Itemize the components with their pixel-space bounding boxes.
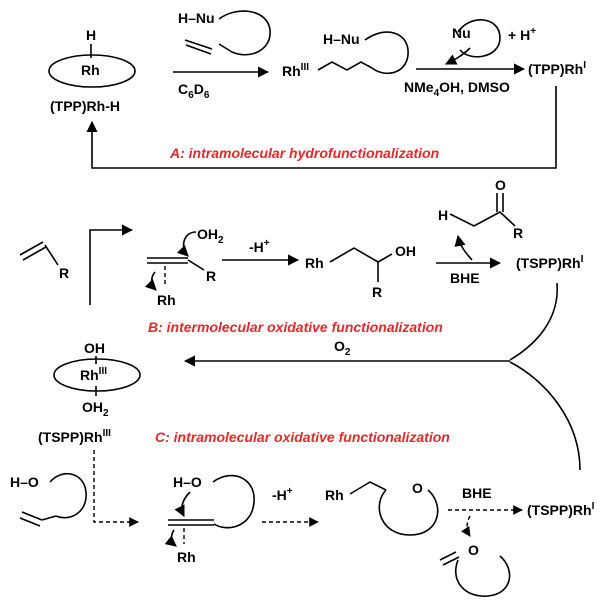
rh-arrow-c [164,529,177,547]
terminal-db-1 [21,511,43,521]
axial-oh2: OH2 [82,399,109,419]
coord-rh-c: Rh [177,549,196,565]
rh-iii-alkyl-intermediate: RhIII H–Nu [282,31,409,79]
tpp-rh-h-complex: H Rh (TPP)Rh-H [48,27,136,114]
c6d6-solvent: C6D6 [178,81,210,101]
axial-oh: OH [84,340,105,356]
minus-h-b: -H+ [249,238,270,255]
scheme-c: H–O H–O Rh -H+ Rh O BHE (T [10,450,595,597]
label-c: C: intramolecular oxidative functionaliz… [155,429,450,445]
oxygen-regeneration: O2 [183,282,581,471]
alcohol-chain [329,247,393,263]
tspp-rh-iii-complex: OH RhIII OH2 (TSPP)RhIII [38,340,141,445]
nu-label: Nu [452,25,471,41]
ho-loop [49,472,87,519]
alcohol-oh: OH [395,243,416,259]
alkene-substrate: R [19,241,69,281]
terminal-db-2 [19,517,41,527]
ho-attack-arrow [174,491,191,518]
ether-chain [349,481,387,495]
ether-ring [378,489,439,536]
alkene-double-bond [184,39,213,50]
coord-r: R [206,268,216,284]
bhe-c: BHE [462,485,492,501]
nu-ring-product: Nu + H+ [444,19,536,65]
tpp-rh-h-label: (TPP)Rh-H [50,98,120,114]
ketone-h: H [438,207,448,223]
ketone-chain [449,211,516,227]
ketone-product: H O R [438,177,523,261]
branch-line [89,224,134,305]
curve-from-b [509,282,558,361]
bhe-b: BHE [450,270,480,286]
rh-migrate-arrow [144,271,157,291]
alkene-double-bond-2 [185,44,212,55]
proton-released: + H+ [508,26,536,43]
hnu-label: H–Nu [178,10,215,26]
ether-rh: Rh [325,487,344,503]
alkene-bond [218,43,233,53]
bhe-release-arrow [454,234,473,261]
curve-from-c [509,361,581,471]
alcohol-rh: Rh [305,255,324,271]
exo-db-2 [442,556,460,566]
rh-alkyl-alcohol: Rh OH R [305,243,416,300]
coordinated-alkene: OH2 R Rh [144,226,224,308]
intermediate-loop [364,31,409,75]
rh-cyclic-ether: Rh O [325,480,439,536]
ether-o: O [412,480,423,496]
porphyrin-ring [48,54,136,88]
return-arrow-a [86,86,557,169]
nu-ring [457,19,501,58]
enol-ether-product: O [439,542,511,597]
coord-ring [212,474,255,529]
label-a: A: intramolecular hydrofunctionalization [169,145,439,161]
rh-center: Rh [81,62,100,78]
bhe-c-release [461,515,471,537]
tspp-rh-i-b: (TSPP)RhI [516,254,584,271]
porphyrin-ring-2 [53,358,141,392]
terminal-bond [41,515,57,521]
rh-iii-label: RhIII [282,62,309,79]
ho-coord: H–O [173,474,202,490]
enol-o: O [468,542,479,558]
tpp-rh-i-label: (TPP)RhI [528,60,586,77]
coordinated-hydroxy-alkene: H–O Rh [164,474,255,565]
alkene-r: R [59,265,69,281]
ketone-r: R [513,225,523,241]
scheme-b: R OH2 R Rh -H+ Rh OH R H [19,177,584,335]
coord-r-bond [187,259,205,271]
water-b: OH2 [197,226,224,246]
alkene-db-2 [22,246,47,261]
o2-label: O2 [334,338,351,358]
alkyl-chain [317,61,373,71]
hnu-intermediate-label: H–Nu [323,31,360,47]
alkene-r-bond [44,244,59,266]
coord-rh: Rh [157,292,176,308]
label-b: B: intermolecular oxidative functionaliz… [148,319,443,335]
scheme-a: H Rh (TPP)Rh-H H–Nu C6D6 RhIII H–Nu Nu [48,10,586,169]
hydroxy-alkene: H–O [10,472,87,527]
water-attack-arrow [176,231,197,257]
tspp-rh-iii-label: (TSPP)RhIII [38,428,111,445]
nme4oh-dmso: NMe4OH, DMSO [404,79,510,99]
curved-arrow-nu [444,47,471,65]
hydride-h: H [86,27,96,43]
rh-iii-center: RhIII [80,366,107,383]
dashed-branch [93,450,139,527]
exo-db-1 [439,551,457,561]
ketone-o: O [495,177,506,193]
hnu-loop [218,10,271,56]
ho-label: H–O [10,474,39,490]
minus-h-c: -H+ [272,486,293,503]
tspp-rh-i-c: (TSPP)RhI [527,501,595,518]
alkene-db-1 [19,241,44,256]
hnu-alkene-reagent: H–Nu [178,10,271,56]
enol-ring [454,555,511,597]
alcohol-r: R [372,284,382,300]
